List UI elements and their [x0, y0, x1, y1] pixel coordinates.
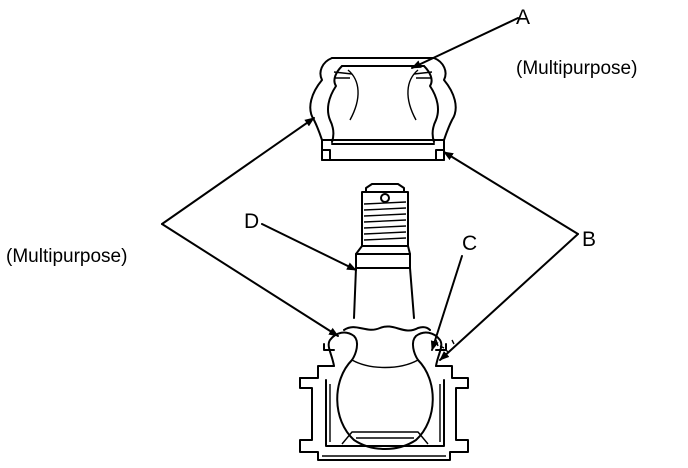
dust-boot: [309, 57, 457, 161]
label-d: D: [244, 210, 259, 233]
label-grease-left: (Multipurpose): [6, 246, 127, 267]
leader-d: [261, 223, 357, 271]
leader-grease-top: [161, 117, 315, 225]
label-b: B: [582, 228, 596, 251]
leader-c: [430, 255, 463, 351]
leader-grease-bottom: [161, 223, 339, 337]
label-grease-top: (Multipurpose): [516, 58, 637, 79]
leader-b-top: [443, 151, 579, 235]
leader-b-bottom: [439, 233, 579, 361]
leader-lines: [161, 17, 579, 361]
ball-stud: [343, 183, 431, 332]
label-a: A: [516, 6, 530, 29]
ball-joint-socket: [299, 331, 469, 461]
label-c: C: [462, 232, 477, 255]
leader-a: [411, 17, 519, 69]
